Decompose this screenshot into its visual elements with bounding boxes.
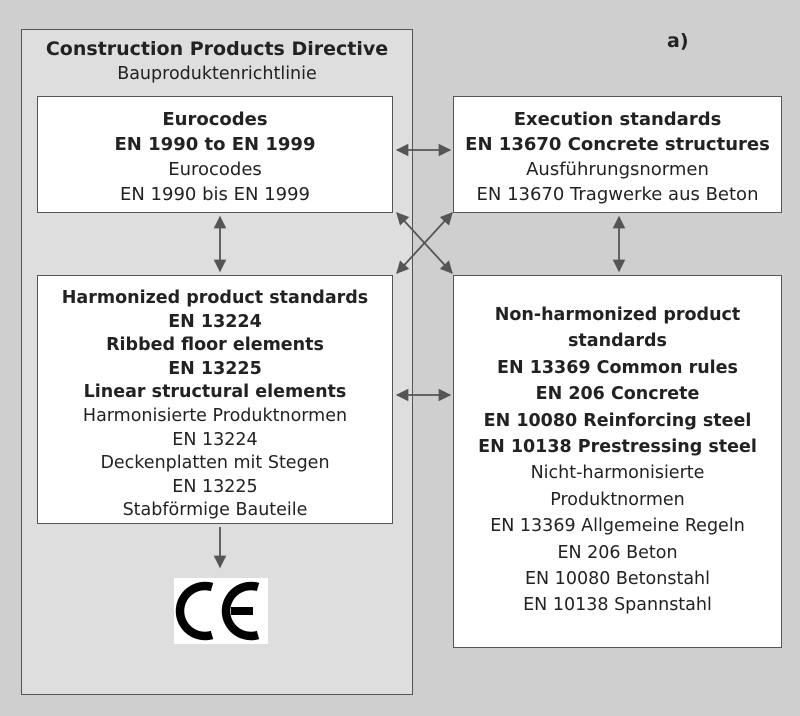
harmonized-line: Harmonized product standards <box>61 288 369 308</box>
harmonized-line-de: EN 13224 <box>172 429 258 450</box>
non-harmonized-line-de: EN 10138 Spannstahl <box>523 595 712 616</box>
non-harmonized-line: Non-harmonized product <box>494 305 741 325</box>
eurocodes-range: EN 1990 to EN 1999 <box>114 134 316 155</box>
harmonized-line: EN 13224 <box>168 311 262 332</box>
cpd-title-de: Bauproduktenrichtlinie <box>117 64 317 84</box>
figure-label: a) <box>667 30 689 52</box>
non-harmonized-line-de: Produktnormen <box>550 489 685 510</box>
non-harmonized-standards-box: Non-harmonized product standards EN 1336… <box>453 275 782 648</box>
execution-standards-box: Execution standards EN 13670 Concrete st… <box>453 96 782 213</box>
non-harmonized-line: standards <box>568 331 667 352</box>
non-harmonized-line: EN 10080 Reinforcing steel <box>483 410 752 431</box>
execution-title-de: Ausführungsnormen <box>526 159 709 180</box>
harmonized-line-de: Harmonisierte Produktnormen <box>82 405 348 426</box>
non-harmonized-line-de: EN 13369 Allgemeine Regeln <box>490 516 745 537</box>
ce-mark-logo <box>174 578 268 644</box>
eurocodes-title-de: Eurocodes <box>168 159 262 180</box>
non-harmonized-line: EN 206 Concrete <box>535 384 700 405</box>
execution-title: Execution standards <box>513 109 722 130</box>
eurocodes-range-de: EN 1990 bis EN 1999 <box>120 184 310 205</box>
eurocodes-title: Eurocodes <box>162 109 268 130</box>
harmonized-line-de: Deckenplatten mit Stegen <box>100 453 330 474</box>
harmonized-line-de: EN 13225 <box>172 476 258 497</box>
eurocodes-box: Eurocodes EN 1990 to EN 1999 Eurocodes E… <box>37 96 393 213</box>
harmonized-line: EN 13225 <box>168 358 262 379</box>
execution-standard-de: EN 13670 Tragwerke aus Beton <box>476 184 759 205</box>
non-harmonized-line-de: EN 206 Beton <box>557 542 678 563</box>
cpd-title-en: Construction Products Directive <box>45 38 389 60</box>
harmonized-line: Ribbed floor elements <box>106 335 324 356</box>
execution-standard: EN 13670 Concrete structures <box>465 134 770 155</box>
non-harmonized-line-de: EN 10080 Betonstahl <box>524 569 711 590</box>
non-harmonized-line-de: Nicht-harmonisierte <box>530 463 705 484</box>
harmonized-line: Linear structural elements <box>83 382 347 403</box>
harmonized-line-de: Stabförmige Bauteile <box>122 500 308 521</box>
harmonized-standards-box: Harmonized product standards EN 13224 Ri… <box>37 275 393 524</box>
non-harmonized-line: EN 10138 Prestressing steel <box>478 437 757 458</box>
non-harmonized-line: EN 13369 Common rules <box>497 357 738 378</box>
ce-mark-icon <box>175 581 260 641</box>
